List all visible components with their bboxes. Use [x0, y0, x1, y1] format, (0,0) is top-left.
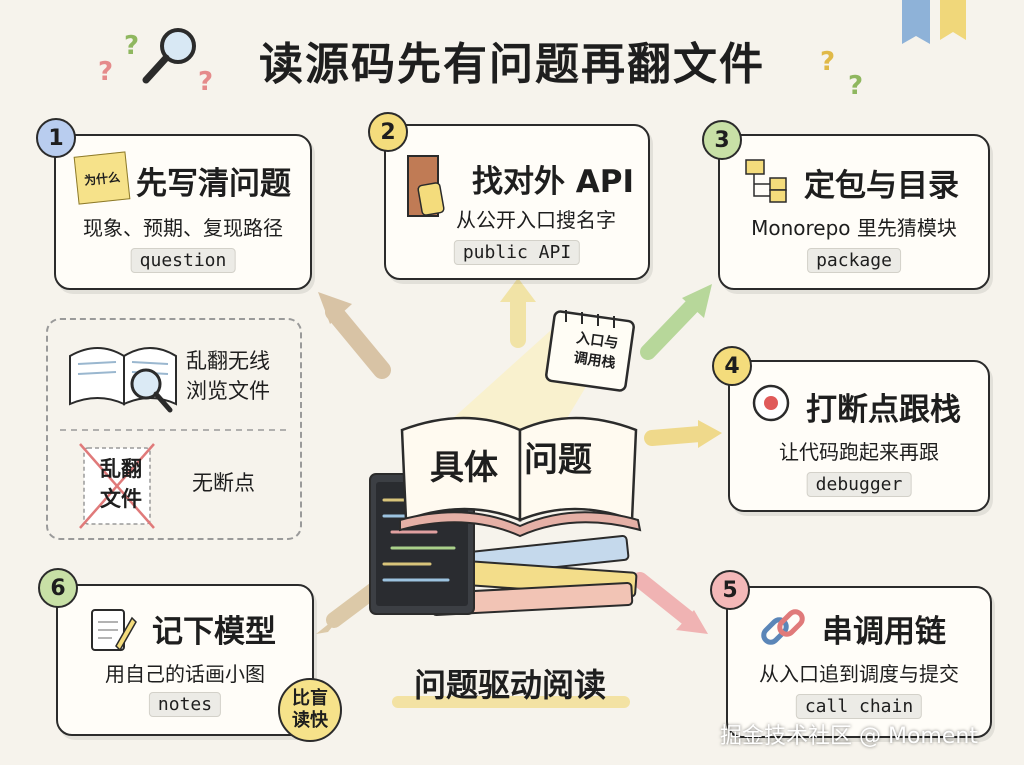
step-title: 先写清问题 [136, 166, 291, 202]
step-tag: call chain [795, 694, 923, 719]
notepad-icon [545, 310, 635, 392]
step-subtitle: 现象、预期、复现路径 [83, 216, 283, 240]
book-left-word: 具体 [430, 448, 498, 488]
breakpoint-icon [752, 384, 790, 422]
step-title: 打断点跟栈 [806, 392, 961, 428]
step-subtitle: 让代码跑起来再跟 [779, 440, 939, 464]
step-number-badge: 4 [712, 346, 752, 386]
caption-underline [392, 696, 630, 708]
faster-badge-text: 比盲 读快 [292, 688, 328, 731]
svg-text:?: ? [848, 71, 863, 101]
faster-badge: 比盲 读快 [278, 678, 342, 742]
step-tag: debugger [806, 472, 912, 497]
step-tag: public API [453, 240, 581, 265]
book-stack-icon [369, 416, 642, 617]
step-tag: package [807, 248, 901, 273]
step-subtitle: 从入口追到调度与提交 [759, 662, 959, 686]
svg-text:?: ? [820, 47, 835, 77]
step-number-badge: 6 [38, 568, 78, 608]
step-card-call-chain: 5 串调用链 从入口追到调度与提交 call chain [710, 570, 992, 738]
question-marks-icon: ? ? ? ? ? [98, 31, 863, 101]
crossed-file-label: 乱翻 文件 [100, 457, 142, 511]
svg-text:?: ? [124, 31, 139, 61]
step-title: 记下模型 [152, 614, 276, 650]
svg-text:?: ? [98, 57, 113, 87]
anti-pattern-box [46, 318, 302, 540]
crossed-file-icon [79, 443, 155, 529]
step-subtitle: 从公开入口搜名字 [456, 208, 616, 232]
step-number-badge: 3 [702, 120, 742, 160]
no-breakpoint-label: 无断点 [192, 471, 255, 495]
step-card-debugger: 4 打断点跟栈 让代码跑起来再跟 debugger [712, 346, 990, 512]
step-number-badge: 5 [710, 570, 750, 610]
book-right-word: 问题 [524, 440, 592, 480]
browse-label: 乱翻无线 浏览文件 [186, 349, 270, 403]
step-title: 找对外 API [472, 164, 635, 200]
watermark: 掘金技术社区 @ Moment [720, 724, 978, 749]
notepad-text: 入口与 调用栈 [572, 330, 620, 372]
door-icon [407, 155, 445, 217]
step-card-package: 3 定包与目录 Monorepo 里先猜模块 package [702, 120, 990, 290]
page-title: 读源码先有问题再翻文件 [259, 39, 765, 90]
center-caption: 问题驱动阅读 [413, 666, 606, 704]
step-card-public-api: 2 找对外 API 从公开入口搜名字 public API [368, 112, 650, 280]
step-title: 定包与目录 [804, 168, 959, 204]
ribbon-bookmarks-icon [902, 0, 966, 44]
sticky-note-icon: 为什么 [73, 151, 131, 205]
step-title: 串调用链 [822, 614, 946, 650]
notepad-pencil-icon [91, 609, 137, 652]
sticky-note-text: 为什么 [83, 169, 121, 188]
svg-text:?: ? [198, 67, 213, 97]
chain-link-icon [761, 609, 805, 645]
step-number-badge: 1 [36, 118, 76, 158]
folder-tree-icon [745, 159, 787, 203]
step-subtitle: 用自己的话画小图 [105, 662, 265, 686]
step-tag: question [130, 248, 236, 273]
step-subtitle: Monorepo 里先猜模块 [751, 216, 957, 240]
open-book-magnifier-icon [69, 347, 177, 413]
step-number-badge: 2 [368, 112, 408, 152]
step-tag: notes [148, 692, 222, 717]
step-card-notes: 6 记下模型 用自己的话画小图 notes [38, 568, 314, 736]
magnifier-icon [142, 28, 196, 84]
step-card-question: 1 为什么 先写清问题 现象、预期、复现路径 question [36, 118, 312, 290]
